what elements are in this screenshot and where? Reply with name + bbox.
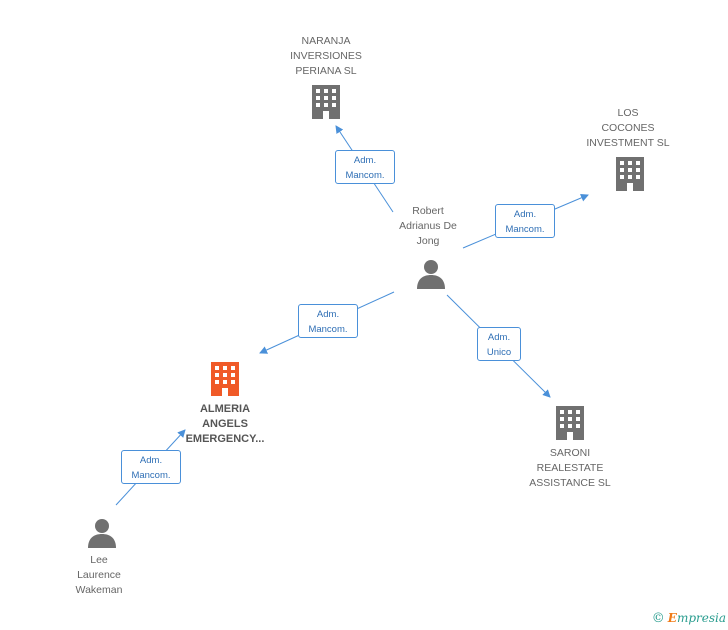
- edge-label-lee-almeria[interactable]: Adm. Mancom.: [121, 450, 181, 484]
- edge-label-robert-almeria[interactable]: Adm. Mancom.: [298, 304, 358, 338]
- node-label-robert[interactable]: Robert Adrianus De Jong: [399, 205, 457, 247]
- node-label-lee[interactable]: Lee Laurence Wakeman: [75, 554, 123, 596]
- brand-initial: E: [667, 611, 677, 625]
- building-icon[interactable]: [555, 406, 585, 440]
- edge-label-robert-cocones[interactable]: Adm. Mancom.: [495, 204, 555, 238]
- building-icon-highlight[interactable]: [210, 362, 240, 396]
- person-icon[interactable]: [416, 259, 446, 289]
- brand-name: mpresia: [676, 611, 726, 625]
- node-label-almeria[interactable]: ALMERIA ANGELS EMERGENCY...: [185, 403, 265, 445]
- edge-label-robert-naranja[interactable]: Adm. Mancom.: [335, 150, 395, 184]
- building-icon[interactable]: [615, 157, 645, 191]
- node-label-cocones[interactable]: LOS COCONES INVESTMENT SL: [586, 107, 670, 149]
- building-icon[interactable]: [311, 85, 341, 119]
- node-label-naranja[interactable]: NARANJA INVERSIONES PERIANA SL: [290, 35, 362, 77]
- copyright-symbol: ©: [651, 611, 665, 626]
- edge-label-robert-saroni[interactable]: Adm. Unico: [477, 327, 521, 361]
- empresia-logo: ©Empresia: [652, 611, 726, 626]
- person-icon[interactable]: [87, 518, 117, 548]
- node-label-saroni[interactable]: SARONI REALESTATE ASSISTANCE SL: [529, 447, 611, 489]
